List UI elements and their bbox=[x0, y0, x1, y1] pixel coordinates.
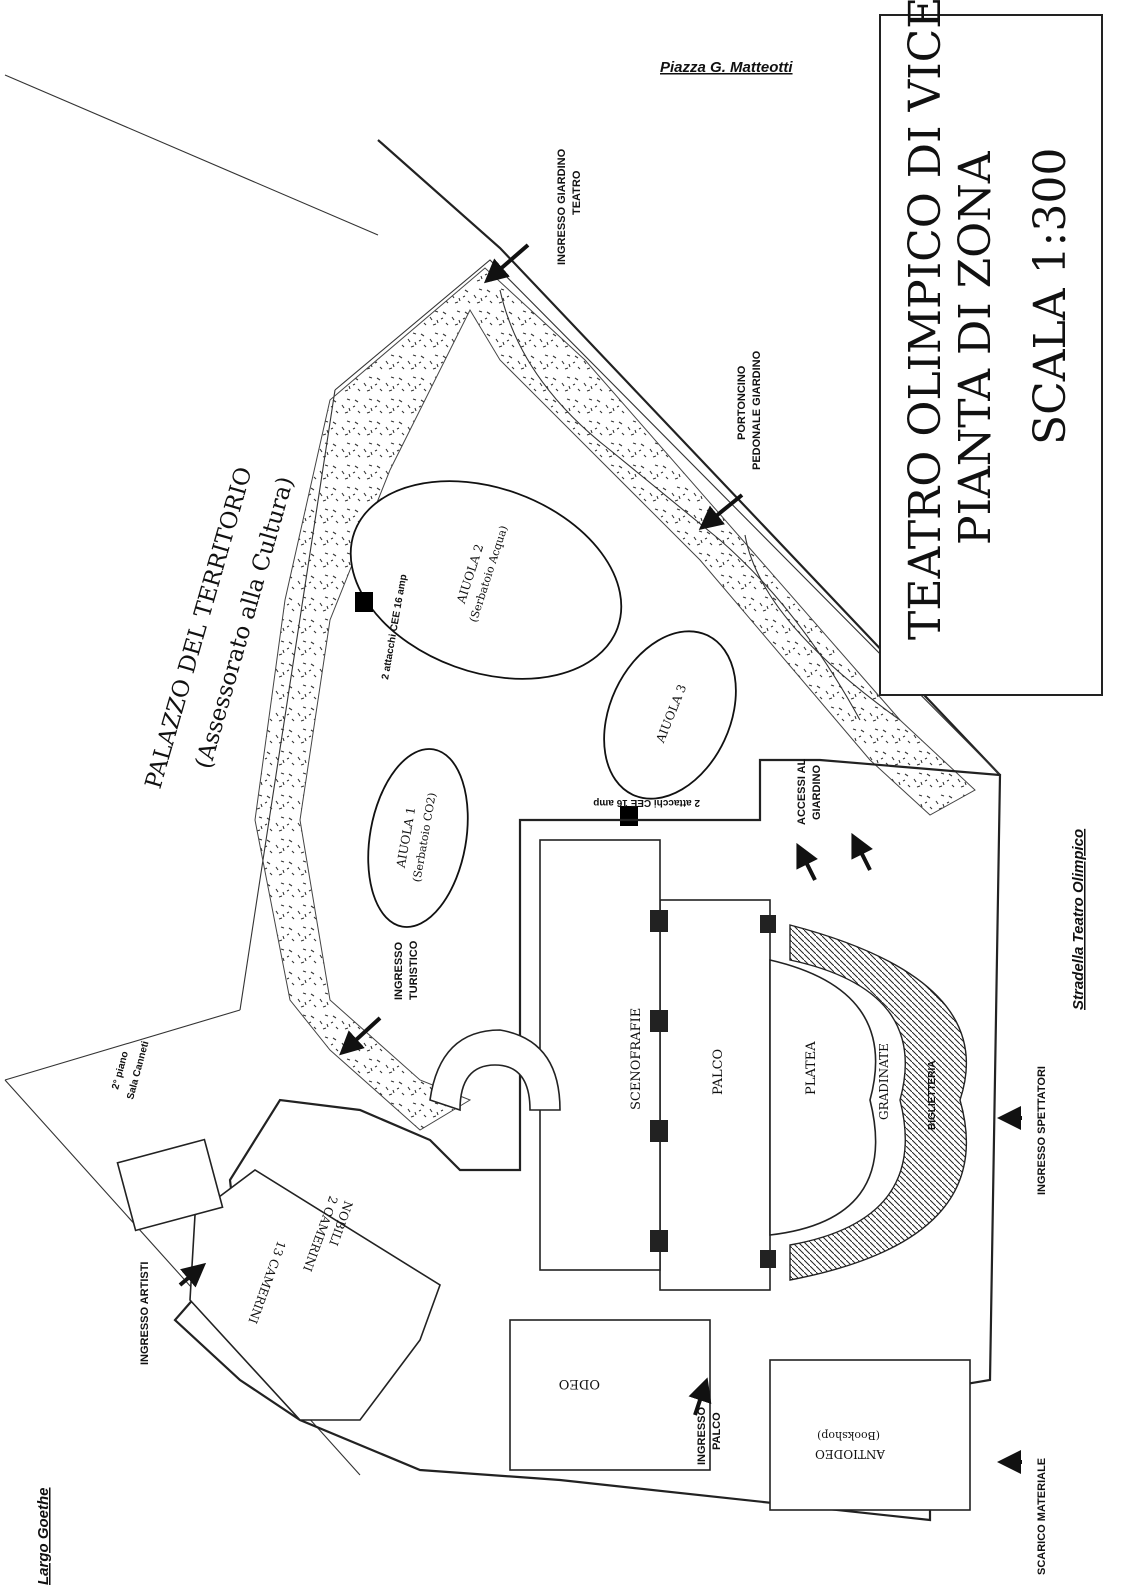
arrow-ingresso-giardino bbox=[483, 243, 530, 284]
label-scarico-materiale: SCARICO MATERIALE bbox=[1036, 1458, 1048, 1575]
arrow-accessi-1 bbox=[796, 842, 818, 881]
label-ingresso-giardino-2: TEATRO bbox=[571, 170, 583, 215]
room-scenofrafie: SCENOFRAFIE bbox=[629, 1008, 644, 1110]
title-line-1: TEATRO OLIMPICO DI VICENZA bbox=[900, 0, 951, 640]
label-turistico-2: TURISTICO bbox=[408, 940, 420, 1000]
label-ingresso-palco-1: INGRESSO bbox=[696, 1406, 708, 1465]
room-palco: PALCO bbox=[711, 1049, 726, 1095]
street-piazza-matteotti: Piazza G. Matteotti bbox=[660, 59, 793, 76]
arrow-turistico bbox=[339, 1016, 382, 1056]
label-turistico-1: INGRESSO bbox=[393, 941, 405, 1000]
label-accessi-2: GIARDINO bbox=[811, 765, 823, 820]
room-antiodeo: ANTIODEO bbox=[815, 1447, 886, 1461]
street-stradella: Stradella Teatro Olimpico bbox=[1070, 829, 1087, 1010]
aiuola-1-bed bbox=[367, 748, 469, 928]
label-ingresso-palco-2: PALCO bbox=[711, 1412, 723, 1450]
label-ingresso-giardino-1: INGRESSO GIARDINO bbox=[556, 148, 568, 265]
theatre-complex bbox=[116, 758, 1002, 1522]
title-box bbox=[879, 14, 1103, 696]
room-gradinate: GRADINATE bbox=[877, 1043, 891, 1120]
street-largo-goethe: Largo Goethe bbox=[35, 1487, 52, 1585]
aiuola-2-bed bbox=[349, 480, 623, 680]
label-portoncino-2: PEDONALE GIARDINO bbox=[751, 350, 763, 470]
arrow-palco bbox=[688, 1377, 712, 1416]
arrow-accessi-2 bbox=[851, 832, 873, 871]
label-accessi-1: ACCESSI AL bbox=[796, 759, 808, 825]
scenofrafie-apse bbox=[429, 1029, 561, 1112]
room-platea: PLATEA bbox=[804, 1041, 819, 1095]
scenofrafie-room bbox=[539, 839, 661, 1271]
title-line-2: PIANTA DI ZONA bbox=[950, 150, 1001, 545]
label-ingresso-spettatori: INGRESSO SPETTATORI bbox=[1036, 1066, 1048, 1195]
garden-border-east bbox=[744, 534, 901, 721]
palco-room bbox=[659, 899, 771, 1291]
gradinate-seating bbox=[789, 924, 968, 1281]
platea-area bbox=[769, 958, 877, 1236]
label-portoncino-1: PORTONCINO bbox=[736, 365, 748, 440]
label-sala-canneti-2: Sala Canneti bbox=[125, 1040, 151, 1101]
sala-canneti-room bbox=[116, 1138, 224, 1232]
arrow-portoncino bbox=[698, 493, 744, 531]
arrow-artisti bbox=[178, 1262, 207, 1288]
aiuola-3-bed bbox=[603, 630, 737, 800]
title-scale: SCALA 1:300 bbox=[1025, 148, 1076, 445]
power-label-2: 2 attacchi CEE 16 amp bbox=[593, 797, 700, 808]
odeo-room bbox=[509, 1319, 711, 1471]
label-ingresso-artisti: INGRESSO ARTISTI bbox=[139, 1262, 151, 1366]
room-antiodeo-sub: (Bookshop) bbox=[817, 1429, 880, 1442]
room-biglietteria: BIGLIETTERIA bbox=[927, 1061, 938, 1130]
power-connector-2 bbox=[620, 806, 638, 826]
power-connector-1 bbox=[355, 592, 373, 612]
camerini-block bbox=[189, 1169, 441, 1421]
antiodeo-room bbox=[769, 1359, 971, 1511]
room-odeo: ODEO bbox=[559, 1376, 600, 1391]
